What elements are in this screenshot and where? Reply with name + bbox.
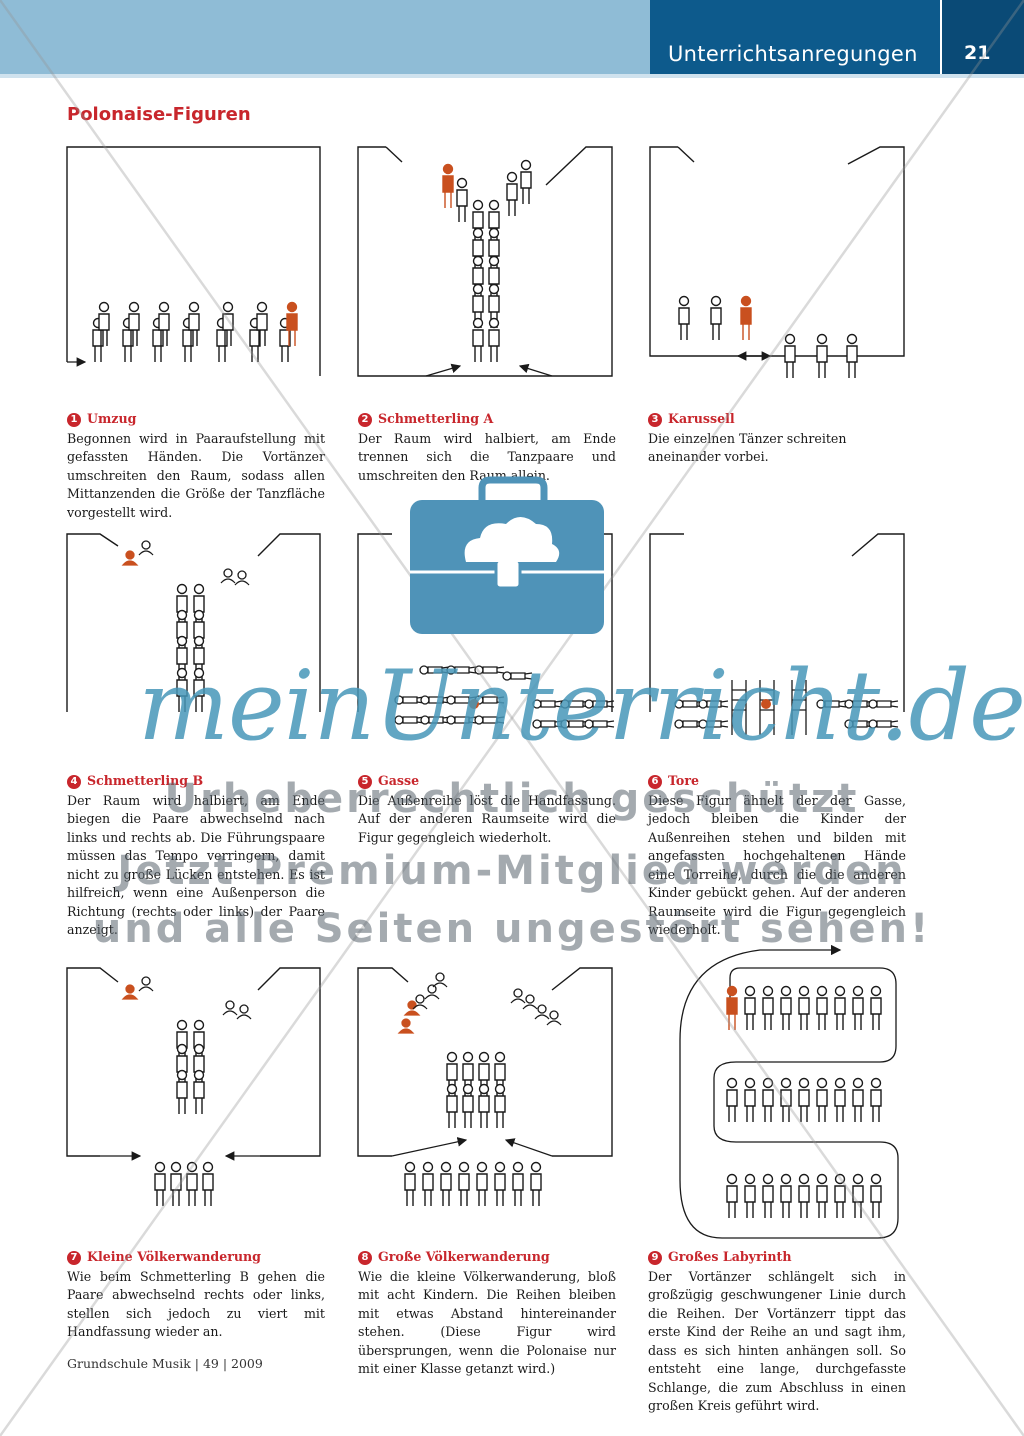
watermark-brand: meinUnterricht.de	[138, 650, 1024, 762]
caption-title-text: Gasse	[378, 773, 420, 788]
number-badge: 2	[358, 413, 372, 427]
caption-title: 6 Tore	[648, 772, 906, 791]
caption-title: 4 Schmetterling B	[67, 772, 325, 791]
page-number-box: 21	[940, 0, 1024, 74]
diagram-schmetterling-a	[357, 146, 613, 377]
number-badge: 5	[358, 775, 372, 789]
caption-text: Der Vortänzer schlängelt sich in großzüg…	[648, 1268, 906, 1414]
number-badge: 3	[648, 413, 662, 427]
caption-text: Der Raum wird halbiert, am Ende biegen d…	[67, 792, 325, 938]
number-badge: 8	[358, 1251, 372, 1265]
caption-title: 9 Großes Labyrinth	[648, 1248, 906, 1267]
caption-title-text: Großes Labyrinth	[668, 1249, 792, 1264]
number-badge: 7	[67, 1251, 81, 1265]
page-title: Polonaise-Figuren	[67, 104, 251, 125]
caption-title: 2 Schmetterling A	[358, 410, 616, 429]
caption-title-text: Schmetterling B	[87, 773, 204, 788]
section-title: Unterrichtsanregungen	[668, 42, 918, 66]
section-header: Unterrichtsanregungen	[650, 0, 940, 74]
number-badge: 4	[67, 775, 81, 789]
caption-kleine-voelkerwanderung: 7 Kleine Völkerwanderung Wie beim Schmett…	[67, 1248, 325, 1342]
watermark-line-1: Urheberrechtlich geschützt	[164, 776, 860, 822]
caption-text: Wie beim Schmetterling B gehen die Paare…	[67, 1268, 325, 1340]
caption-title: 3 Karussell	[648, 410, 906, 429]
header-band	[0, 0, 650, 74]
caption-title-text: Kleine Völkerwanderung	[87, 1249, 261, 1264]
caption-grosses-labyrinth: 9 Großes Labyrinth Der Vortänzer schlänge…	[648, 1248, 906, 1416]
watermark-line-3: und alle Seiten ungestört sehen!	[92, 906, 932, 952]
watermark-line-2: Jetzt Premium-Mitglied werden	[117, 848, 907, 894]
footer-publication: Grundschule Musik | 49 | 2009	[67, 1356, 263, 1371]
caption-grosse-voelkerwanderung: 8 Große Völkerwanderung Wie die kleine Vö…	[358, 1248, 616, 1379]
caption-schmetterling-a: 2 Schmetterling A Der Raum wird halbiert,…	[358, 410, 616, 485]
caption-text: Die einzelnen Tänzer schreiten aneinande…	[648, 430, 847, 465]
caption-text: Begonnen wird in Paaraufstellung mit gef…	[67, 430, 325, 520]
header-strip	[0, 74, 1024, 78]
caption-title: 5 Gasse	[358, 772, 616, 791]
caption-umzug: 1 Umzug Begonnen wird in Paaraufstellung …	[67, 410, 325, 522]
caption-title-text: Karussell	[668, 411, 735, 426]
diagram-grosses-labyrinth	[679, 944, 899, 1239]
diagram-umzug	[66, 146, 321, 376]
caption-title-text: Umzug	[87, 411, 137, 426]
caption-text: Die Außenreihe löst die Handfassung. Auf…	[358, 792, 616, 845]
caption-title: 7 Kleine Völkerwanderung	[67, 1248, 325, 1267]
caption-karussell: 3 Karussell Die einzelnen Tänzer schreite…	[648, 410, 906, 467]
caption-title: 8 Große Völkerwanderung	[358, 1248, 616, 1267]
number-badge: 1	[67, 413, 81, 427]
caption-text: Diese Figur ähnelt der der Gasse, jedoch…	[648, 792, 906, 938]
caption-title-text: Schmetterling A	[378, 411, 494, 426]
caption-tore: 6 Tore Diese Figur ähnelt der der Gasse, …	[648, 772, 906, 940]
diagram-grosse-voelkerwanderung	[357, 967, 613, 1207]
caption-title-text: Tore	[668, 773, 699, 788]
diagram-tore	[649, 533, 905, 735]
number-badge: 6	[648, 775, 662, 789]
diagram-schmetterling-b	[66, 533, 321, 713]
diagram-karussell	[649, 146, 905, 379]
page-number: 21	[964, 42, 991, 64]
caption-text: Wie die kleine Völkerwanderung, bloß mit…	[358, 1268, 616, 1377]
caption-schmetterling-b: 4 Schmetterling B Der Raum wird halbiert,…	[67, 772, 325, 940]
caption-title-text: Große Völkerwanderung	[378, 1249, 550, 1264]
diagram-kleine-voelkerwanderung	[66, 967, 321, 1207]
caption-title: 1 Umzug	[67, 410, 325, 429]
number-badge: 9	[648, 1251, 662, 1265]
caption-gasse: 5 Gasse Die Außenreihe löst die Handfassu…	[358, 772, 616, 847]
caption-text: Der Raum wird halbiert, am Ende trennen …	[358, 430, 616, 483]
